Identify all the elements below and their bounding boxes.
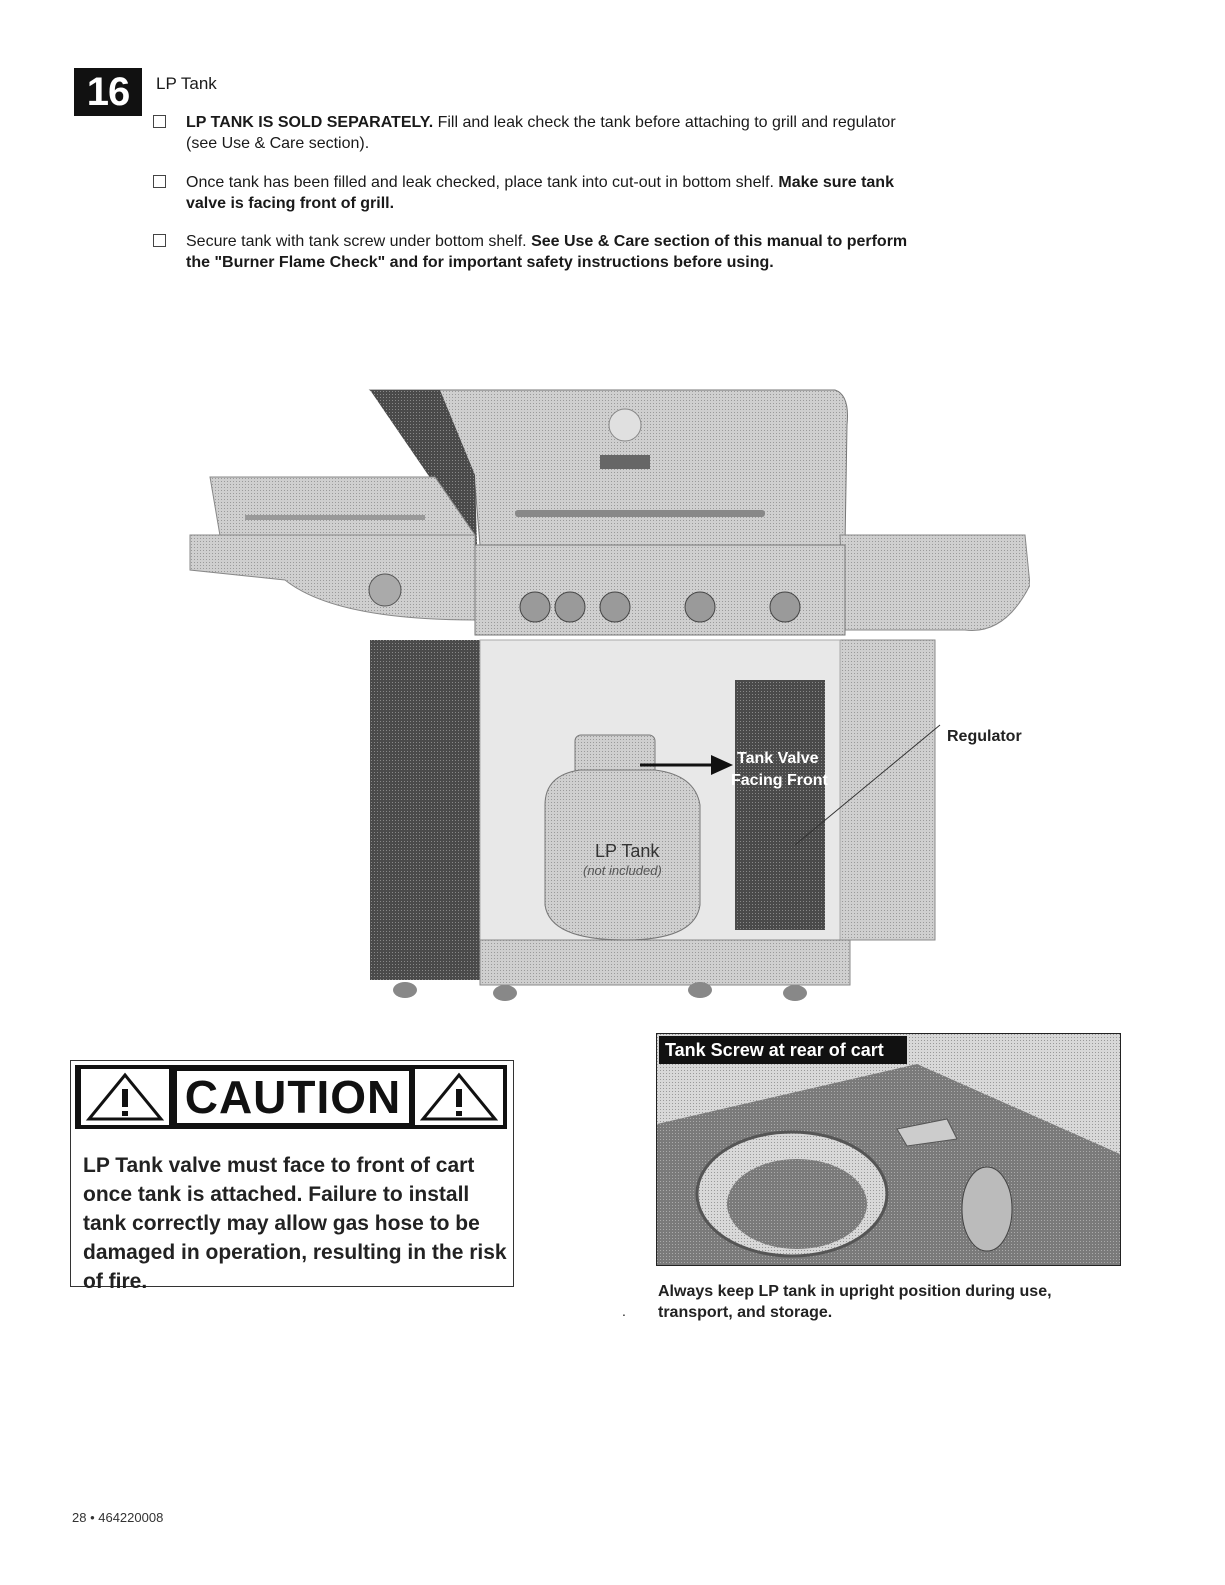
tank-screw-image [657, 1034, 1120, 1265]
caution-box: CAUTION LP Tank valve must face to front… [70, 1060, 514, 1293]
bullet-bold: LP TANK IS SOLD SEPARATELY. [186, 114, 434, 131]
bullet-text: Once tank has been filled and leak check… [186, 174, 779, 191]
tank-screw-photo: Tank Screw at rear of cart [656, 1033, 1121, 1266]
checkbox-icon [153, 175, 166, 188]
caution-text: LP Tank valve must face to front of cart… [83, 1154, 507, 1293]
lp-tank-label: LP Tank [595, 841, 660, 861]
warning-triangle-icon [81, 1069, 169, 1125]
checkbox-icon [153, 234, 166, 247]
bullet-text: Fill and leak check the tank before atta… [186, 114, 896, 152]
instruction-bullet: LP TANK IS SOLD SEPARATELY. Fill and lea… [153, 112, 913, 154]
not-included-label: (not included) [583, 863, 662, 878]
photo-caption: Always keep LP tank in upright position … [658, 1283, 1052, 1321]
bullet-bold: Make sure tank valve is facing front of … [186, 174, 894, 212]
regulator-label: Regulator [947, 728, 1022, 745]
facing-front-label: Facing Front [731, 772, 829, 789]
step-number-badge: 16 [74, 68, 142, 116]
tank-valve-label: Tank Valve [737, 750, 819, 767]
grill-illustration: Regulator Tank Valve Facing Front LP Tan… [189, 389, 1030, 1001]
warning-triangle-icon [415, 1069, 503, 1125]
instruction-bullet: Secure tank with tank screw under bottom… [153, 231, 913, 273]
bullet-text: Secure tank with tank screw under bottom… [186, 233, 532, 250]
checkbox-icon [153, 115, 166, 128]
step-title: LP Tank [156, 74, 217, 93]
page-footer: 28 • 464220008 [72, 1510, 164, 1525]
caution-heading: CAUTION [175, 1069, 411, 1125]
bullet-bold: See Use & Care section of this manual to… [186, 233, 908, 271]
instruction-bullet: Once tank has been filled and leak check… [153, 172, 913, 214]
photo-label: Tank Screw at rear of cart [659, 1036, 907, 1064]
stray-mark: . [622, 1303, 626, 1319]
caution-banner: CAUTION [75, 1065, 507, 1129]
